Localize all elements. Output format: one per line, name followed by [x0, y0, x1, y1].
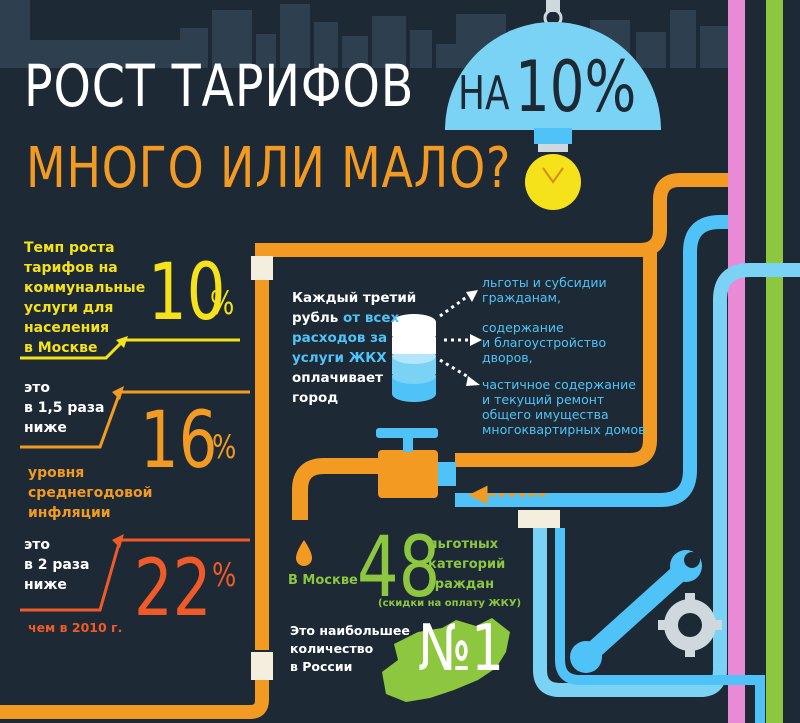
right-item-1: льготы и субсидии гражданам, [482, 275, 607, 305]
item2-text: это в 1,5 раза ниже [24, 380, 105, 436]
blue-pipes [455, 215, 800, 723]
item3-value: 22 [134, 544, 212, 634]
right-item-2: содержание и благоустройство дворов, [482, 320, 607, 365]
pipe-joints [251, 256, 560, 680]
item1-value: 10 [148, 248, 226, 338]
step-lines [20, 338, 250, 612]
item2-value: 16 [140, 396, 218, 486]
largest-text: Это наибольшее количество в России [290, 623, 410, 674]
in-moscow-label: В Москве [288, 573, 358, 588]
categories-label: льготных категорий граждан [428, 537, 506, 592]
title-line-2: МНОГО ИЛИ МАЛО? [26, 136, 512, 201]
lamp-value: 10% [515, 46, 637, 128]
item1-unit: % [210, 284, 235, 322]
lamp-prefix: НА [458, 66, 510, 120]
city-skyline-icon [0, 0, 730, 68]
item1-text: Темп роста тарифов на коммунальные услуг… [24, 240, 146, 356]
title-line-1: РОСТ ТАРИФОВ [24, 52, 415, 120]
coins-icon [392, 314, 436, 402]
every-third-text: Каждый третий рубль от всех расходов за … [292, 290, 417, 406]
lamp-icon [445, 0, 661, 210]
item2-unit: % [212, 428, 237, 466]
step-arrows [112, 336, 128, 548]
russia-map-icon [382, 618, 510, 702]
orange-pipes [255, 173, 728, 650]
discounts-note: (скидки на оплату ЖКУ) [378, 598, 522, 609]
right-item-3: частичное содержание и текущий ремонт об… [482, 377, 646, 437]
item3-after: чем в 2010 г. [28, 620, 123, 635]
gear-icon [658, 593, 722, 657]
pink-pipe [728, 0, 745, 723]
dotted-arrows [439, 294, 471, 380]
categories-value: 48 [357, 518, 441, 616]
green-pipe [766, 0, 783, 723]
arrow-left-icon [468, 485, 545, 505]
item3-text: это в 2 раза ниже [24, 537, 90, 593]
lower-orange-pipe [0, 680, 269, 719]
item3-unit: % [212, 556, 237, 594]
item2-after: уровня среднегодовой инфляции [28, 465, 153, 521]
faucet-icon [292, 428, 456, 566]
wrench-icon [570, 550, 702, 673]
rank-label: №1 [418, 612, 504, 686]
arrow-heads [466, 290, 482, 386]
